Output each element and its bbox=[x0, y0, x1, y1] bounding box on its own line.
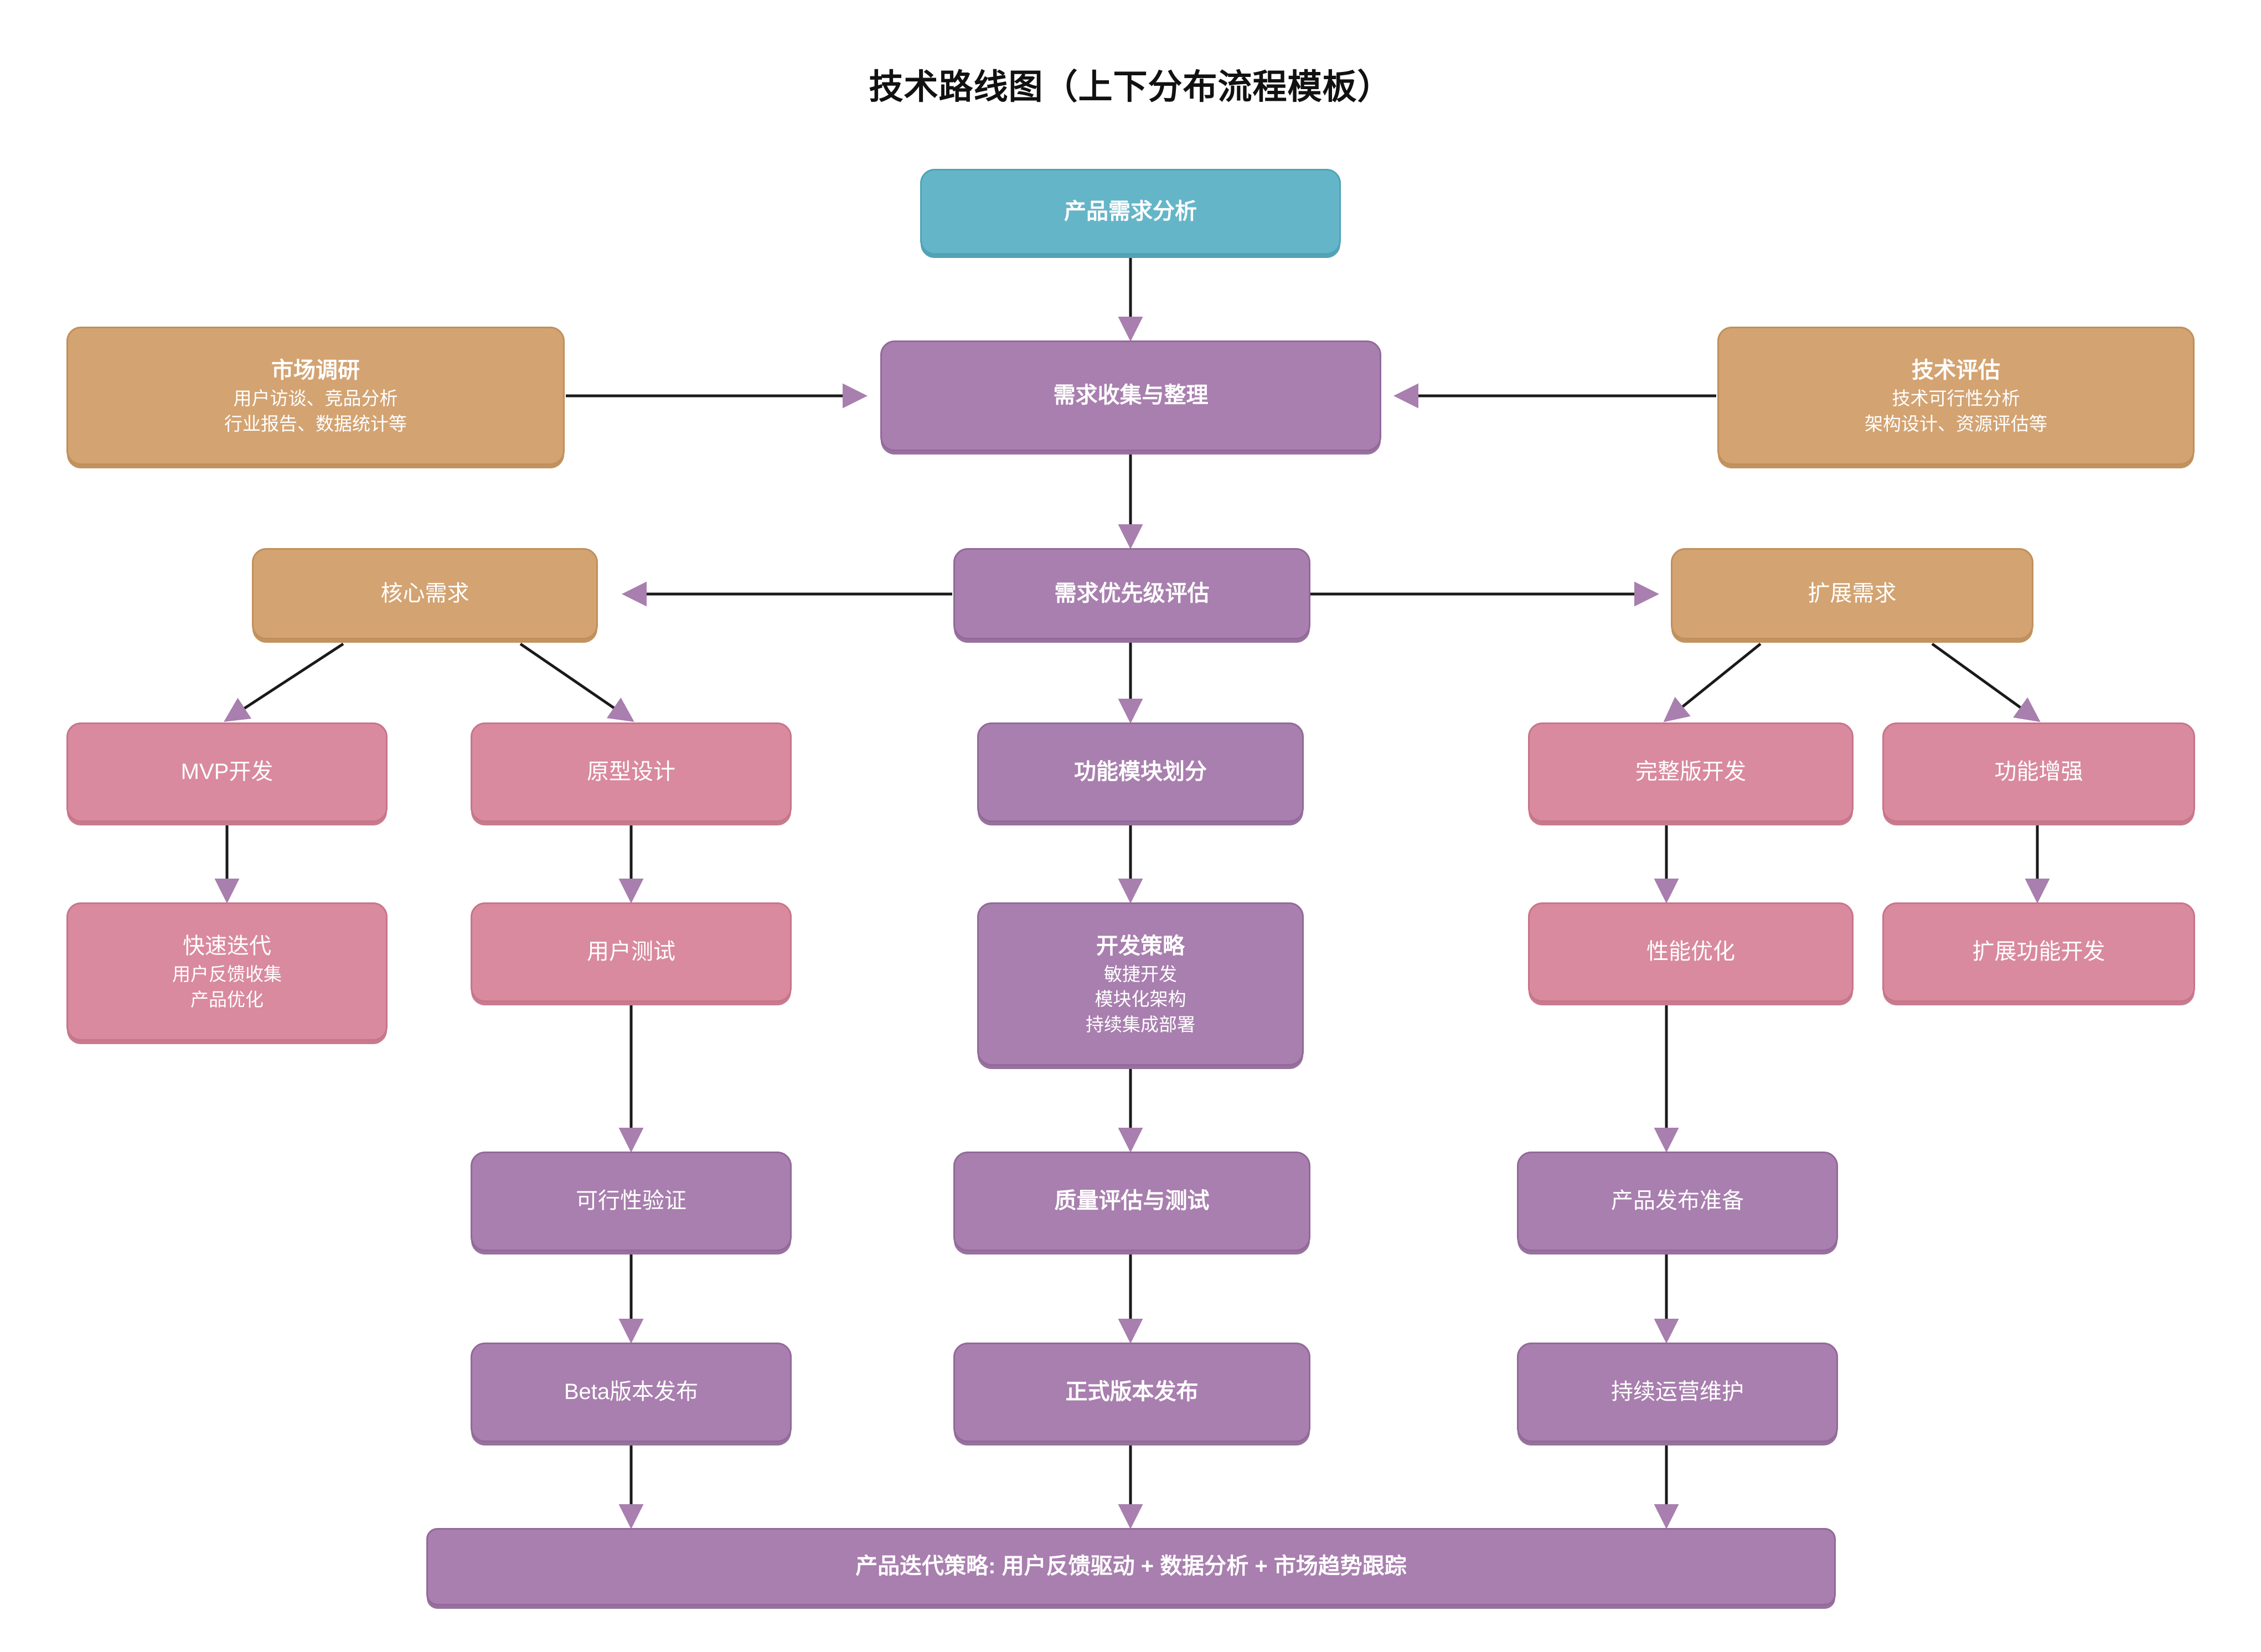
node-title: 核心需求 bbox=[380, 581, 469, 606]
node-user-testing[interactable]: 用户测试 bbox=[471, 902, 792, 1002]
node-requirement-priority[interactable]: 需求优先级评估 bbox=[953, 548, 1310, 639]
node-iteration-strategy[interactable]: 产品迭代策略: 用户反馈驱动 + 数据分析 + 市场趋势跟踪 bbox=[426, 1528, 1836, 1605]
node-title: 需求优先级评估 bbox=[1054, 581, 1210, 606]
node-extended-requirements[interactable]: 扩展需求 bbox=[1671, 548, 2033, 639]
node-title: 用户测试 bbox=[587, 939, 675, 964]
node-beta-release[interactable]: Beta版本发布 bbox=[471, 1343, 792, 1442]
node-title: 功能模块划分 bbox=[1074, 760, 1207, 784]
node-subtitle-2: 产品优化 bbox=[190, 989, 264, 1010]
node-subtitle-1: 敏捷开发 bbox=[1104, 963, 1177, 984]
node-extended-feature-development[interactable]: 扩展功能开发 bbox=[1882, 902, 2195, 1002]
node-full-version-development[interactable]: 完整版开发 bbox=[1528, 722, 1854, 822]
node-title: 扩展需求 bbox=[1808, 581, 1897, 606]
node-title: 质量评估与测试 bbox=[1054, 1189, 1210, 1214]
node-feature-enhancement[interactable]: 功能增强 bbox=[1882, 722, 2195, 822]
node-subtitle-1: 用户访谈、竞品分析 bbox=[233, 388, 398, 409]
node-mvp-development[interactable]: MVP开发 bbox=[66, 722, 388, 822]
node-title: 正式版本发布 bbox=[1065, 1380, 1199, 1405]
node-performance-optimization[interactable]: 性能优化 bbox=[1528, 902, 1854, 1002]
page-title: 技术路线图（上下分布流程模板） bbox=[869, 68, 1392, 106]
node-official-release[interactable]: 正式版本发布 bbox=[953, 1343, 1310, 1442]
node-prototype-design[interactable]: 原型设计 bbox=[471, 722, 792, 822]
node-title: 扩展功能开发 bbox=[1972, 939, 2105, 964]
node-technical-assessment[interactable]: 技术评估 技术可行性分析 架构设计、资源评估等 bbox=[1717, 327, 2195, 465]
node-requirement-collection[interactable]: 需求收集与整理 bbox=[880, 340, 1381, 451]
node-title: 持续运营维护 bbox=[1611, 1380, 1744, 1405]
node-title: 可行性验证 bbox=[576, 1189, 686, 1214]
node-title: 性能优化 bbox=[1646, 939, 1735, 964]
node-title: 完整版开发 bbox=[1635, 760, 1746, 784]
node-subtitle-2: 模块化架构 bbox=[1095, 989, 1186, 1010]
node-title: 开发策略 bbox=[1096, 933, 1185, 958]
node-title: Beta版本发布 bbox=[564, 1380, 699, 1405]
node-title: 产品发布准备 bbox=[1611, 1189, 1744, 1214]
node-title: 产品需求分析 bbox=[1064, 199, 1197, 224]
node-feasibility-verification[interactable]: 可行性验证 bbox=[471, 1152, 792, 1251]
node-subtitle-1: 技术可行性分析 bbox=[1892, 388, 2020, 409]
node-subtitle-2: 行业报告、数据统计等 bbox=[224, 413, 407, 434]
node-title: 需求收集与整理 bbox=[1053, 383, 1209, 408]
node-title: 技术评估 bbox=[1912, 358, 2000, 383]
node-development-strategy[interactable]: 开发策略 敏捷开发 模块化架构 持续集成部署 bbox=[977, 902, 1304, 1066]
node-release-preparation[interactable]: 产品发布准备 bbox=[1517, 1152, 1838, 1251]
node-title: 市场调研 bbox=[271, 358, 360, 383]
node-market-research[interactable]: 市场调研 用户访谈、竞品分析 行业报告、数据统计等 bbox=[66, 327, 565, 465]
node-title: 功能增强 bbox=[1994, 760, 2083, 784]
node-title: 原型设计 bbox=[587, 760, 675, 784]
node-subtitle-2: 架构设计、资源评估等 bbox=[1865, 413, 2047, 434]
node-title: MVP开发 bbox=[180, 760, 273, 784]
node-module-division[interactable]: 功能模块划分 bbox=[977, 722, 1304, 822]
node-product-requirement-analysis[interactable]: 产品需求分析 bbox=[920, 169, 1341, 255]
node-subtitle-1: 用户反馈收集 bbox=[172, 964, 282, 985]
node-title: 产品迭代策略: 用户反馈驱动 + 数据分析 + 市场趋势跟踪 bbox=[855, 1554, 1407, 1579]
node-subtitle-3: 持续集成部署 bbox=[1086, 1014, 1195, 1035]
node-core-requirements[interactable]: 核心需求 bbox=[252, 548, 598, 639]
node-continuous-operation[interactable]: 持续运营维护 bbox=[1517, 1343, 1838, 1442]
node-title: 快速迭代 bbox=[183, 933, 271, 958]
node-rapid-iteration[interactable]: 快速迭代 用户反馈收集 产品优化 bbox=[66, 902, 388, 1041]
node-quality-assessment[interactable]: 质量评估与测试 bbox=[953, 1152, 1310, 1251]
